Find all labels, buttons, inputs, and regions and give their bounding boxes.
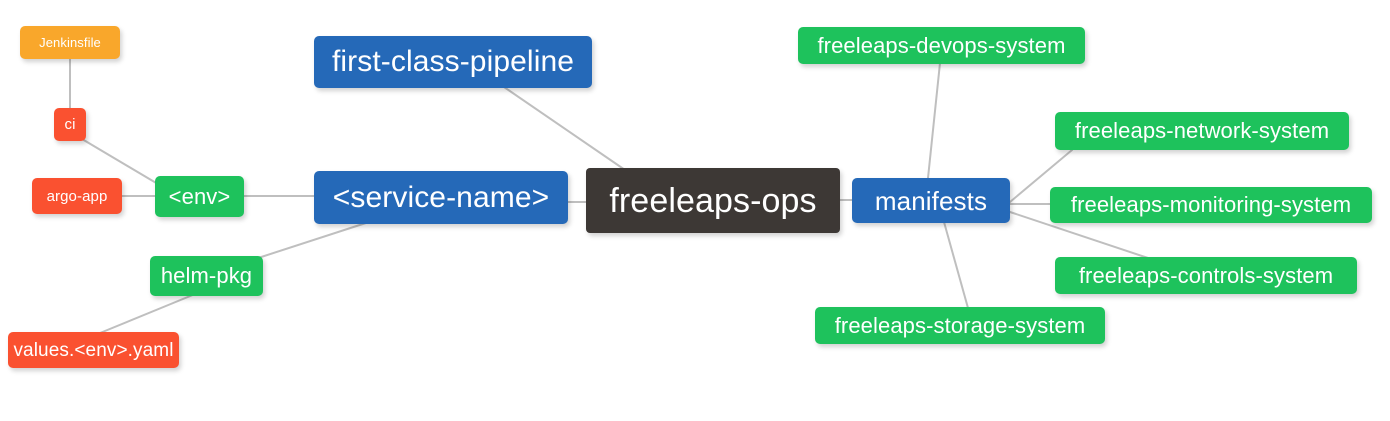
edge-helmpkg-servicename [254, 220, 373, 260]
node-jenkinsfile[interactable]: Jenkinsfile [20, 26, 120, 59]
node-ci[interactable]: ci [54, 108, 86, 141]
node-label: Jenkinsfile [39, 35, 101, 50]
node-label: <service-name> [332, 180, 550, 214]
node-label: freeleaps-controls-system [1078, 262, 1334, 288]
node-freeleaps-devops-system[interactable]: freeleaps-devops-system [798, 27, 1085, 64]
node-label: freeleaps-monitoring-system [1070, 192, 1352, 217]
node-label: freeleaps-ops [609, 181, 817, 220]
node-label: <env> [168, 183, 231, 209]
node-label: freeleaps-storage-system [834, 312, 1086, 338]
edge-valuesyaml-helmpkg [99, 291, 201, 334]
node-freeleaps-controls-system[interactable]: freeleaps-controls-system [1055, 257, 1357, 294]
node-root-freeleaps-ops[interactable]: freeleaps-ops [586, 168, 840, 233]
node-freeleaps-network-system[interactable]: freeleaps-network-system [1055, 112, 1349, 150]
node-label: first-class-pipeline [331, 45, 575, 78]
node-env[interactable]: <env> [155, 176, 244, 217]
node-manifests[interactable]: manifests [852, 178, 1010, 223]
node-helm-pkg[interactable]: helm-pkg [150, 256, 263, 296]
node-label: helm-pkg [160, 263, 253, 288]
edge-manifests-storage [943, 221, 969, 309]
node-label: argo-app [46, 187, 108, 205]
node-label: ci [64, 116, 76, 133]
node-freeleaps-storage-system[interactable]: freeleaps-storage-system [815, 307, 1105, 344]
node-label: values.<env>.yaml [13, 339, 174, 361]
node-freeleaps-monitoring-system[interactable]: freeleaps-monitoring-system [1050, 187, 1372, 223]
edge-manifests-devops [927, 62, 941, 179]
node-label: manifests [874, 185, 988, 216]
edge-pipeline-root [503, 86, 629, 173]
node-service-name[interactable]: <service-name> [314, 171, 568, 224]
node-values-yaml[interactable]: values.<env>.yaml [8, 332, 179, 368]
node-argo-app[interactable]: argo-app [32, 178, 122, 214]
node-first-class-pipeline[interactable]: first-class-pipeline [314, 36, 592, 88]
node-label: freeleaps-network-system [1074, 118, 1330, 143]
node-label: freeleaps-devops-system [817, 32, 1066, 58]
